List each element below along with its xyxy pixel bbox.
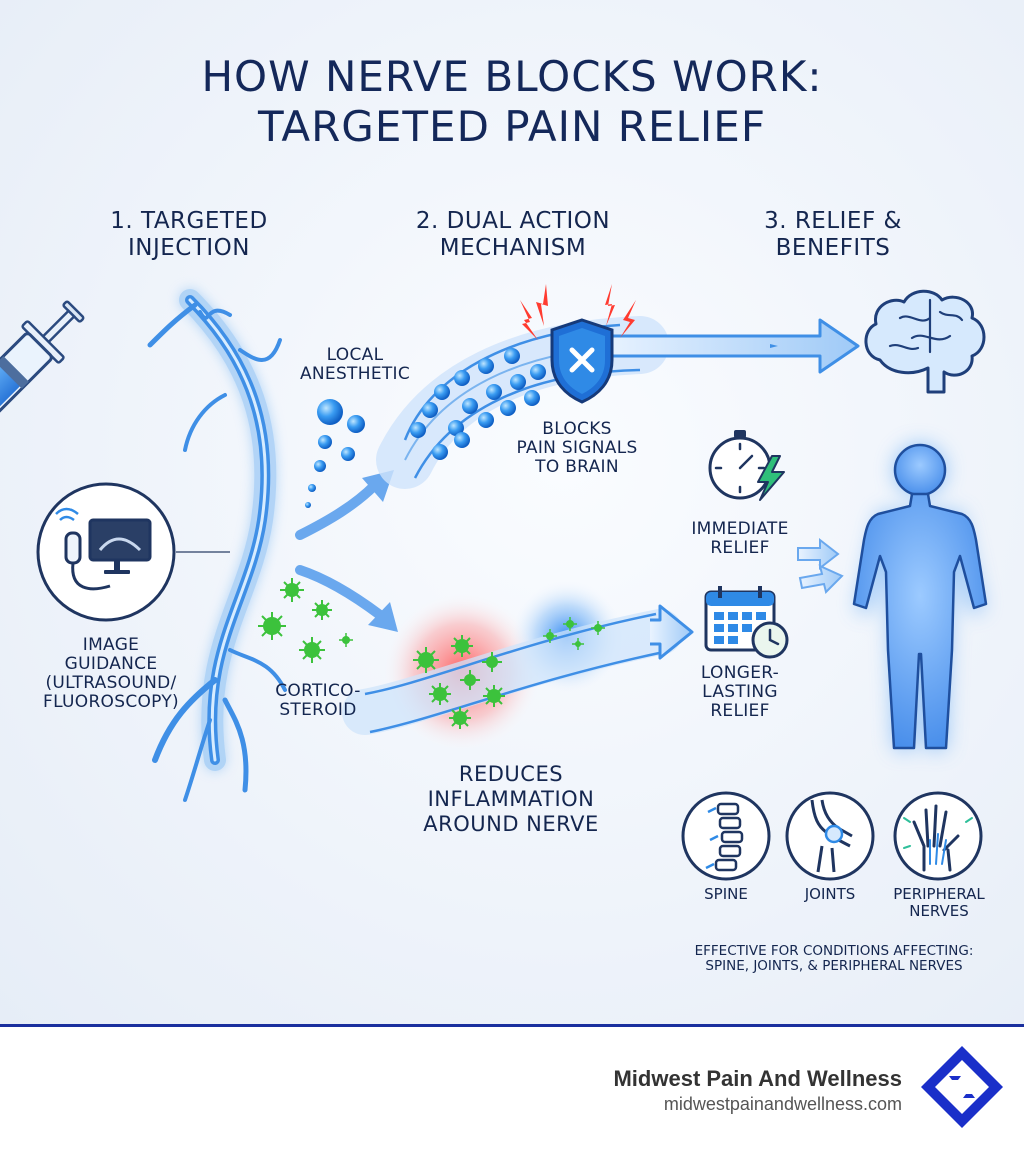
spine-icon [681,791,771,881]
curved-arrow-down [295,565,398,632]
peripheral-line-1: PERIPHERAL [893,885,985,903]
step-2-heading: 2. DUAL ACTION MECHANISM [393,208,633,262]
curved-arrow-up [295,470,394,540]
image-guidance-line-3: (ULTRASOUND/ [45,673,177,694]
step-3-line-1: 3. RELIEF & [764,208,902,234]
step-1-heading: 1. TARGETED INJECTION [84,208,294,262]
blocks-pain-signals-label: BLOCKS PAIN SIGNALS TO BRAIN [497,419,657,478]
reduces-line-1: REDUCES [458,762,564,786]
reduces-inflammation-label: REDUCES INFLAMMATION AROUND NERVE [406,762,616,836]
calendar-clock-icon [704,586,789,659]
diagram-canvas: HOW NERVE BLOCKS WORK: TARGETED PAIN REL… [0,0,1024,1024]
syringe-icon [0,300,85,478]
diagram-graphics [0,284,988,881]
condition-peripheral-label: PERIPHERAL NERVES [880,886,998,920]
brand-name: Midwest Pain And Wellness [613,1066,902,1091]
inflammation-particles [413,617,605,729]
image-guidance-line-4: FLUOROSCOPY) [43,692,179,713]
image-guidance-line-2: GUIDANCE [64,654,158,675]
relief-arrows [797,537,844,594]
blocks-line-3: TO BRAIN [535,457,619,478]
corticosteroid-line-2: STEROID [279,700,357,721]
footer-divider [0,1024,1024,1027]
step-1-line-1: 1. TARGETED [110,208,268,234]
condition-joints-label: JOINTS [790,886,870,903]
brand-url: midwestpainandwellness.com [663,1094,902,1114]
joints-icon [785,791,875,881]
effective-note-line-1: EFFECTIVE FOR CONDITIONS AFFECTING: [694,943,974,959]
corticosteroid-label: CORTICO- STEROID [258,681,378,721]
arrow-to-brain [598,318,860,374]
blocks-line-2: PAIN SIGNALS [516,438,638,459]
ultrasound-monitor-icon [36,482,176,622]
logo-icon [921,1046,1003,1128]
peripheral-line-2: NERVES [909,901,969,920]
effective-note-line-2: SPINE, JOINTS, & PERIPHERAL NERVES [705,958,963,975]
shield-x-icon [550,318,614,404]
reduces-line-3: AROUND NERVE [423,811,599,836]
image-guidance-line-1: IMAGE [82,635,140,655]
image-guidance-label: IMAGE GUIDANCE (ULTRASOUND/ FLUOROSCOPY) [36,635,186,713]
peripheral-nerves-icon [893,791,983,881]
steroid-particles [258,578,353,663]
local-anesthetic-label: LOCAL ANESTHETIC [290,345,420,385]
local-anesthetic-line-2: ANESTHETIC [299,364,411,385]
title-line-2: TARGETED PAIN RELIEF [257,101,766,151]
lightning-icon [520,284,636,340]
blocks-line-1: BLOCKS [542,419,612,439]
step-2-line-2: MECHANISM [439,235,587,262]
spine-label-text: SPINE [704,885,748,903]
stopwatch-icon [708,430,785,501]
effective-note: EFFECTIVE FOR CONDITIONS AFFECTING: SPIN… [664,943,1004,975]
local-anesthetic-line-1: LOCAL [326,345,384,365]
reduces-line-2: INFLAMMATION [427,786,595,811]
nerve-icon [147,289,287,802]
longer-lasting-relief-label: LONGER- LASTING RELIEF [680,663,800,722]
step-2-line-1: 2. DUAL ACTION [415,208,611,234]
longer-line-1: LONGER- [700,663,780,683]
immediate-relief-label: IMMEDIATE RELIEF [680,519,800,559]
longer-line-2: LASTING [702,682,778,703]
step-1-line-2: INJECTION [127,235,250,262]
longer-line-3: RELIEF [710,701,770,722]
steroid-nerve-tube [342,604,694,735]
joints-label-text: JOINTS [804,885,856,903]
page-title: HOW NERVE BLOCKS WORK: TARGETED PAIN REL… [0,52,1024,151]
condition-spine-label: SPINE [686,886,766,903]
anesthetic-beads [305,399,365,508]
step-3-line-2: BENEFITS [775,235,891,262]
title-line-1: HOW NERVE BLOCKS WORK: [201,52,823,101]
immediate-line-1: IMMEDIATE [691,519,789,539]
step-3-heading: 3. RELIEF & BENEFITS [733,208,933,262]
immediate-line-2: RELIEF [710,538,770,559]
brain-icon [864,289,986,394]
corticosteroid-line-1: CORTICO- [275,681,361,701]
human-body-icon [852,443,988,750]
